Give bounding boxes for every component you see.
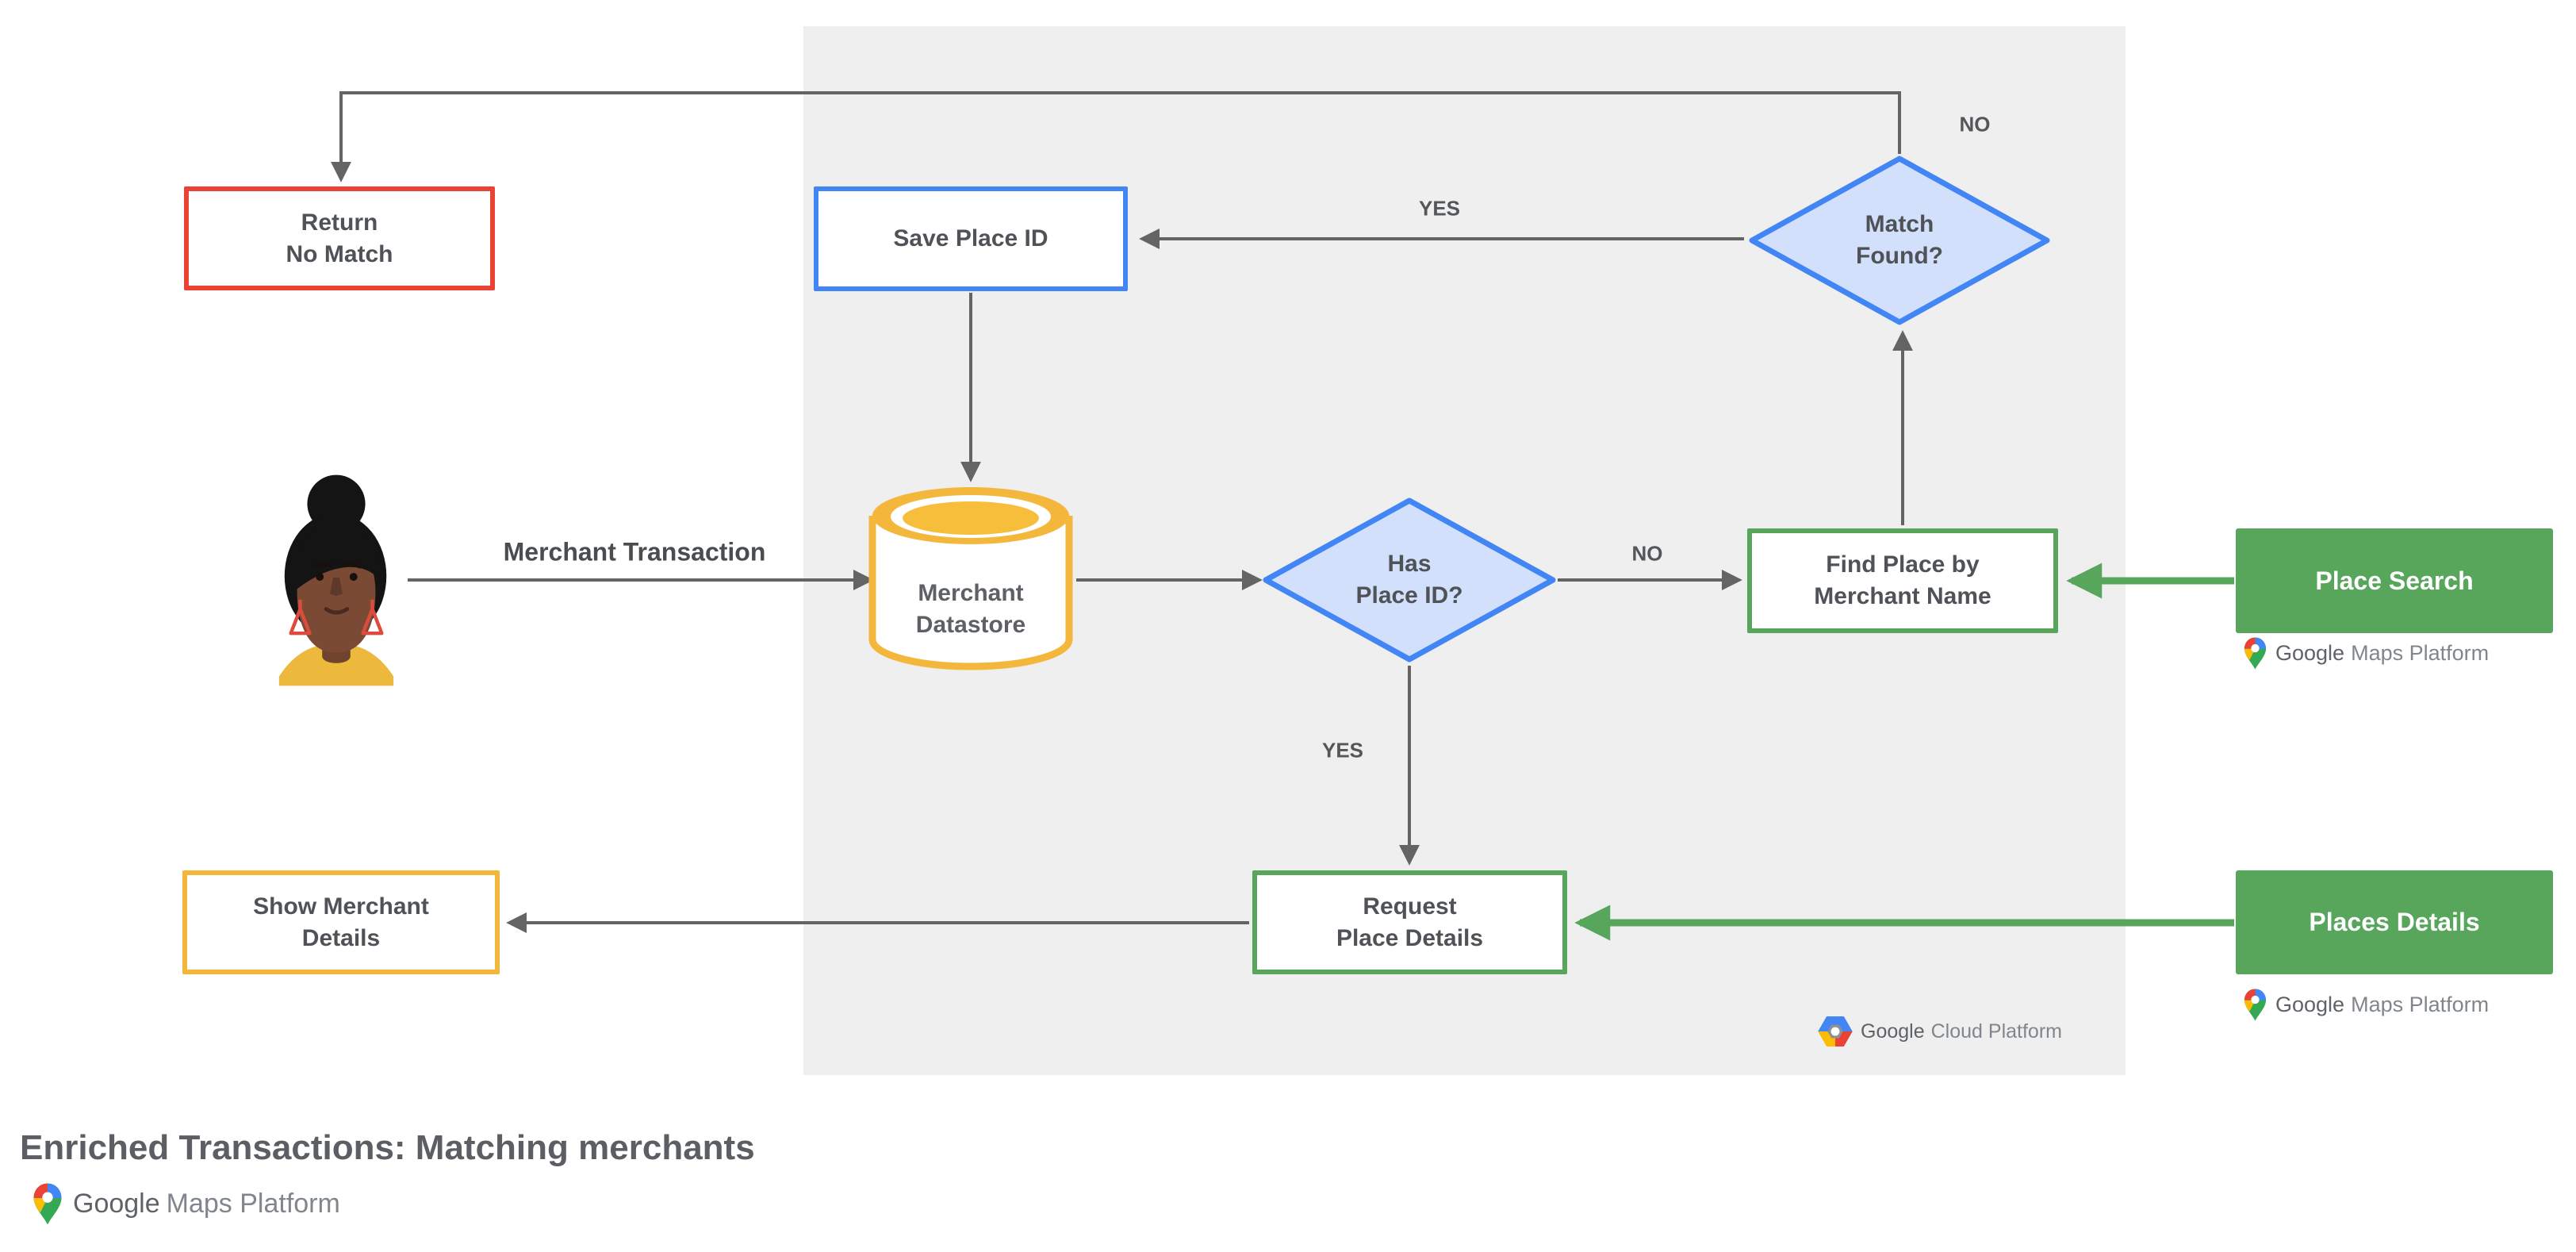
google-maps-pin-icon [2244,989,2267,1021]
node-match-found: Match Found? [1749,156,2050,325]
edge-label-merchant-transaction: Merchant Transaction [503,537,766,566]
brand-maps-platform: Maps Platform [166,1189,340,1219]
edge-label-no-match-found: NO [1959,112,1991,136]
decision-diamond-shape [1749,156,2050,325]
api-button-place-search: Place Search [2236,528,2553,633]
node-label: Merchant Datastore [915,580,1026,638]
edge-match-found-no [331,91,1901,182]
google-maps-pin-icon [2244,637,2267,670]
edge-label-yes-match-found: YES [1418,196,1461,221]
brand-google: Google [1861,1020,1925,1043]
brand-maps-platform: Maps Platform [2351,641,2490,665]
brand-google: Google [73,1189,160,1219]
node-show-merchant-details: Show Merchant Details [182,870,500,974]
node-save-place-id: Save Place ID [814,186,1128,291]
node-return-no-match: Return No Match [184,186,495,290]
api-button-places-details: Places Details [2236,870,2553,974]
node-find-place-by-merchant-name: Find Place by Merchant Name [1747,528,2058,633]
node-request-place-details: Request Place Details [1252,870,1567,974]
google-cloud-platform-logo: Google Cloud Platform [1818,1016,2062,1047]
google-maps-platform-logo: Google Maps Platform [2243,988,2489,1022]
api-button-label: Place Search [2315,566,2474,595]
node-label: Find Place by Merchant Name [1814,551,1991,609]
google-maps-pin-icon [33,1183,62,1225]
node-label: Has Place ID? [1355,551,1463,609]
merchant-user-avatar [270,472,403,688]
node-has-place-id: Has Place ID? [1263,497,1556,662]
api-button-label: Places Details [2309,908,2480,936]
node-merchant-datastore: Merchant Datastore [868,484,1073,676]
google-cloud-hexagon-icon [1818,1016,1853,1047]
node-label: Show Merchant Details [253,893,429,951]
node-label: Request Place Details [1336,893,1484,951]
google-maps-platform-logo: Google Maps Platform [32,1182,340,1226]
brand-google: Google [2275,993,2345,1016]
decision-diamond-shape [1263,497,1556,662]
brand-google: Google [2275,641,2345,665]
edge-label-no-has-place-id: NO [1631,541,1663,566]
node-label: Match Found? [1856,211,1943,269]
diagram-title: Enriched Transactions: Matching merchant… [20,1128,755,1167]
datastore-cylinder-icon [868,487,1073,670]
person-avatar-icon [278,474,394,686]
edge-label-yes-has-place-id: YES [1321,738,1364,762]
brand-maps-platform: Maps Platform [2351,993,2490,1016]
node-label: Return No Match [286,209,393,267]
node-label: Save Place ID [893,225,1048,252]
brand-cloud-platform: Cloud Platform [1930,1020,2062,1043]
google-maps-platform-logo: Google Maps Platform [2243,636,2489,670]
